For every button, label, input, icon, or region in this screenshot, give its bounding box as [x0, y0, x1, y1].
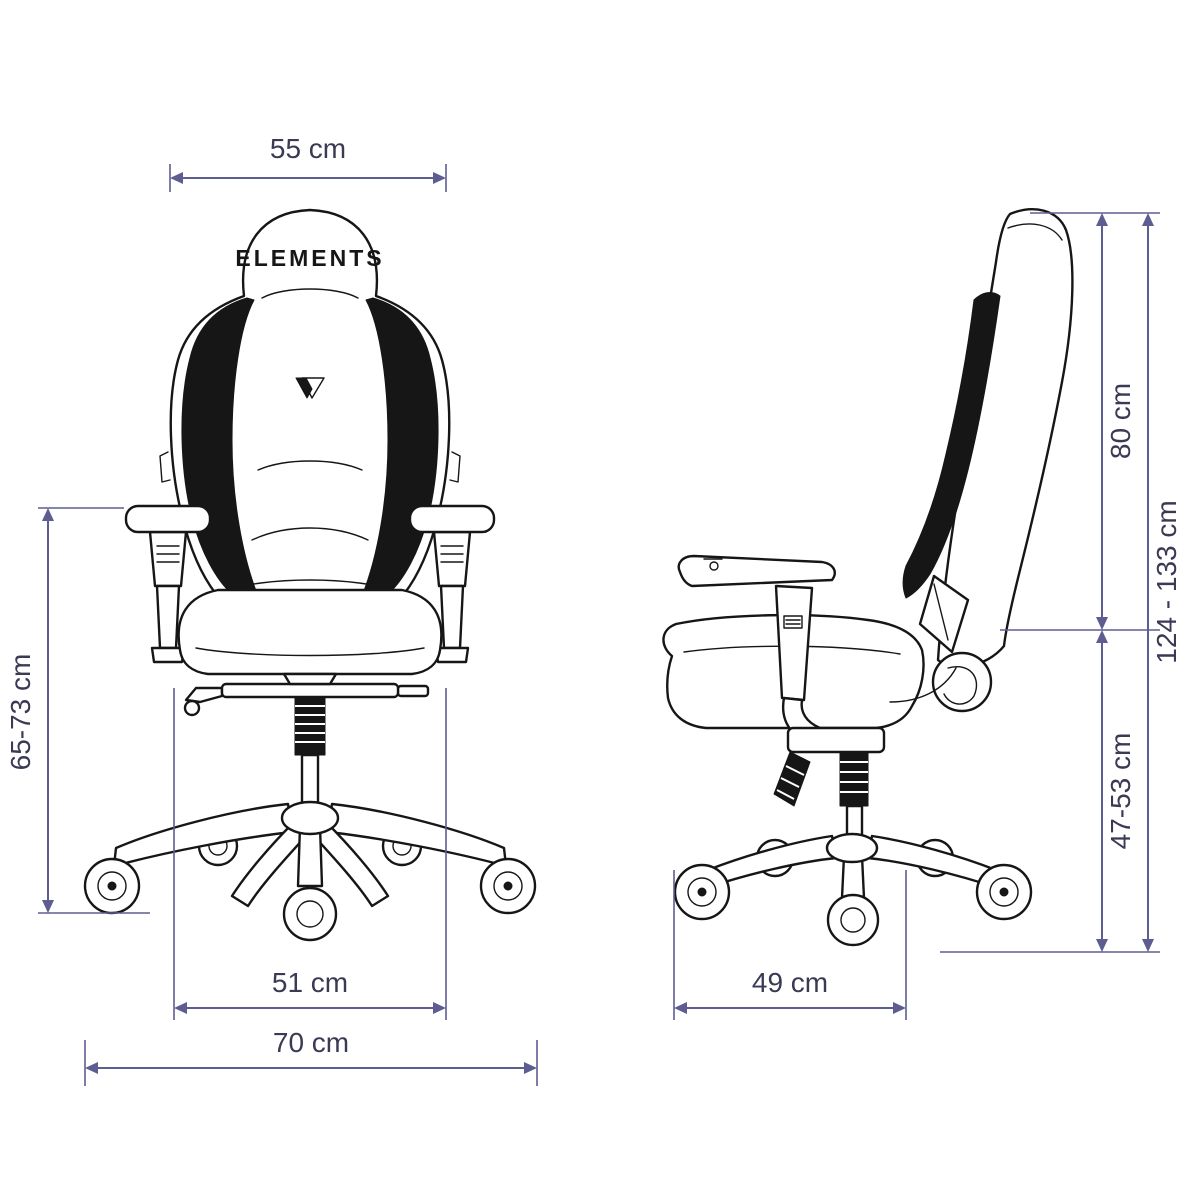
- seat-front-seam: [195, 647, 425, 657]
- dimension-armrest-height: 65-73 cm: [5, 507, 150, 914]
- gas-cylinder-column: [300, 753, 320, 805]
- front-view: ELEMENTS: [5, 133, 538, 1086]
- dimension-label-base-depth: 49 cm: [752, 967, 828, 998]
- brand-wordmark: ELEMENTS: [235, 245, 384, 271]
- mechanism-bar: [220, 682, 400, 699]
- base-hub: [280, 800, 340, 836]
- recline-knob: [931, 651, 993, 713]
- dimension-total-height: 124 - 133 cm: [1142, 213, 1182, 952]
- dimension-backrest-height: 80 cm: [1096, 213, 1136, 630]
- caster-side-center: [826, 893, 880, 947]
- dimension-backrest-width: 55 cm: [169, 133, 447, 192]
- dimension-label-total-height: 124 - 133 cm: [1151, 500, 1182, 663]
- headrest-seam: [261, 288, 359, 299]
- mechanism-box-side: [786, 726, 886, 754]
- backrest-bottom-seam: [221, 579, 399, 593]
- tilt-lever-right: [396, 684, 430, 698]
- armrest-left-post-upper: [148, 530, 188, 588]
- seat-mechanism-side: [773, 726, 886, 844]
- seat-recline-link: [889, 667, 957, 703]
- armrest-right-post-lower: [439, 584, 465, 650]
- armrest-side-post: [774, 584, 814, 702]
- armrest-right: [408, 504, 496, 664]
- backrest-waist-seam: [257, 460, 363, 471]
- backrest-side-stripe: [902, 292, 1001, 599]
- armrest-right-pad: [408, 504, 496, 534]
- dimension-seat-width: 51 cm: [173, 688, 447, 1020]
- base-leg-front-left: [230, 820, 308, 908]
- caster-center: [282, 886, 338, 942]
- dimension-label-backrest-height: 80 cm: [1105, 383, 1136, 459]
- recline-lever-left: [159, 451, 171, 483]
- base-leg-front-right: [312, 820, 390, 908]
- armrest-left-foot: [150, 646, 186, 664]
- dimension-label-seat-width: 51 cm: [272, 967, 348, 998]
- armrest-left-pad: [124, 504, 212, 534]
- recline-bracket: [918, 574, 970, 654]
- gas-cylinder-boot-side: [839, 751, 869, 807]
- elements-logo-icon: [295, 377, 325, 399]
- dimension-seat-height: 47-53 cm: [1096, 630, 1136, 952]
- armrest-adjust-button: [709, 561, 719, 571]
- dimension-label-armrest-height: 65-73 cm: [5, 654, 36, 771]
- armrest-left: [124, 504, 212, 664]
- side-view: 80 cm 124 - 133 cm 47-53 cm 49 cm: [662, 208, 1182, 1020]
- seat-front: [177, 588, 443, 676]
- dimension-label-backrest-width: 55 cm: [270, 133, 346, 164]
- recline-lever-right: [449, 451, 461, 483]
- dimension-base-depth: 49 cm: [673, 870, 907, 1020]
- dimension-label-base-width: 70 cm: [273, 1027, 349, 1058]
- base-hub-side: [825, 832, 879, 864]
- armrest-right-post-upper: [432, 530, 472, 588]
- base-front: [83, 800, 537, 942]
- armrest-side: [677, 554, 862, 758]
- headrest-side-seam: [1007, 223, 1063, 241]
- armrest-left-post-lower: [155, 584, 181, 650]
- cylinder-bracket: [282, 672, 338, 686]
- dimension-label-seat-height: 47-53 cm: [1105, 733, 1136, 850]
- armrest-side-pad: [677, 554, 836, 588]
- dimension-base-width: 70 cm: [84, 1027, 538, 1086]
- base-side: [673, 832, 1033, 947]
- backrest-lumbar-seam: [251, 527, 369, 541]
- seat-mechanism-front: [183, 672, 430, 805]
